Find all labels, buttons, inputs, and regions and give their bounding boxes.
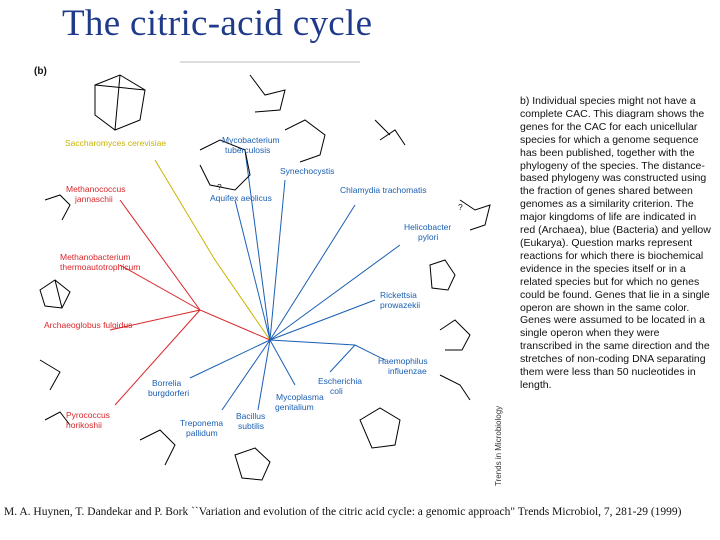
species-label-chlamydia: Chlamydia trachomatis — [340, 185, 426, 195]
pathway-glyph-escherichia — [359, 407, 401, 449]
species-label-haemophilus-line2: influenzae — [388, 366, 427, 376]
species-label-bacillus-line2: subtilis — [238, 421, 264, 431]
figure-description: b) Individual species might not have a c… — [520, 95, 711, 391]
species-label-treponema-line1: Treponema — [180, 418, 223, 428]
tree-branches — [109, 149, 401, 411]
pathway-glyph-mthermo — [39, 279, 71, 309]
species-label-escherichia-line2: coli — [330, 386, 343, 396]
branch-mycobacterium — [244, 149, 271, 341]
species-label-pyrococcus-line1: Pyrococcus — [66, 410, 110, 420]
species-label-helicobacter-line2: pylori — [418, 232, 438, 242]
panel-label: (b) — [34, 66, 47, 77]
branch-aquifex — [234, 199, 271, 341]
branch-escherichia — [329, 344, 356, 373]
species-label-haemophilus-line1: Haemophilus — [378, 356, 428, 366]
species-label-mjannaschii-line2: jannaschii — [74, 194, 113, 204]
branch-archaeoglobus — [109, 309, 201, 331]
species-label-mycobacterium-line2: tuberculosis — [225, 145, 270, 155]
branch-mthermo — [119, 264, 201, 311]
pathway-glyph-pyrococcus — [44, 411, 71, 426]
pathway-glyph-right-middle — [439, 319, 471, 351]
branch-mycoplasma — [269, 339, 296, 386]
pathway-glyph-top-center — [249, 74, 286, 113]
branch-mjannaschii — [119, 199, 271, 341]
species-label-mjannaschii-line1: Methanococcus — [66, 184, 126, 194]
species-label-borrelia-line2: burgdorferi — [148, 388, 189, 398]
species-label-mycobacterium-line1: Mycobacterium — [222, 135, 280, 145]
slide-title: The citric-acid cycle — [62, 3, 373, 44]
question-mark-aquifex: ? — [217, 182, 222, 192]
pathway-glyph-aquifex — [199, 139, 251, 191]
cac-phylogeny-diagram: ? ? Saccharomyces cerevisiae Mycobacteri… — [39, 61, 491, 481]
pathway-glyph-bacillus — [234, 447, 271, 481]
pathway-glyphs — [39, 74, 491, 481]
branch-rickettsia — [269, 299, 376, 341]
species-label-rickettsia-line2: prowazekii — [380, 300, 420, 310]
branch-pyrococcus — [114, 309, 201, 406]
species-label-mycoplasma-line2: genitalium — [275, 402, 314, 412]
species-label-mycoplasma-line1: Mycoplasma — [276, 392, 324, 402]
question-mark-helicobacter: ? — [458, 202, 463, 212]
species-label-mthermo-line2: thermoautotrophicum — [60, 262, 140, 272]
pathway-glyph-helicobacter — [459, 199, 491, 231]
branch-synechocystis — [269, 179, 286, 341]
species-label-escherichia-line1: Escherichia — [318, 376, 362, 386]
species-label-bacillus-line1: Bacillus — [236, 411, 265, 421]
pathway-glyph-synechocystis — [284, 119, 326, 163]
pathway-glyph-archaeoglobus — [39, 359, 61, 391]
species-label-borrelia-line1: Borrelia — [152, 378, 182, 388]
species-label-archaeoglobus: Archaeoglobus fulgidus — [44, 320, 132, 330]
branch-treponema — [221, 339, 271, 411]
species-label-saccharomyces: Saccharomyces cerevisiae — [65, 138, 166, 148]
pathway-glyph-haemophilus — [439, 374, 471, 401]
branch-borrelia — [189, 339, 271, 379]
pathway-glyph-rickettsia — [429, 259, 456, 291]
pathway-glyph-borrelia — [139, 429, 176, 466]
pathway-glyph-mjannaschii — [44, 194, 71, 221]
citation: M. A. Huynen, T. Dandekar and P. Bork ``… — [4, 506, 682, 518]
pathway-glyph-saccharomyces — [94, 74, 146, 131]
branch-helicobacter — [269, 244, 401, 341]
branch-haemophilus — [269, 339, 386, 361]
species-labels: Saccharomyces cerevisiae Mycobacterium t… — [44, 135, 451, 438]
species-label-rickettsia-line1: Rickettsia — [380, 290, 417, 300]
branch-bacillus — [257, 339, 271, 411]
species-label-helicobacter-line1: Helicobacter — [404, 222, 451, 232]
species-label-treponema-line2: pallidum — [186, 428, 218, 438]
branch-saccharomyces — [154, 159, 271, 341]
species-label-pyrococcus-line2: horikoshii — [66, 420, 102, 430]
journal-credit: Trends in Microbiology — [494, 405, 503, 486]
species-label-synechocystis: Synechocystis — [280, 166, 334, 176]
species-label-aquifex: Aquifex aeolicus — [210, 193, 272, 203]
species-label-mthermo-line1: Methanobacterium — [60, 252, 130, 262]
branch-chlamydia — [269, 204, 356, 341]
pathway-glyph-chlamydia — [374, 119, 406, 146]
